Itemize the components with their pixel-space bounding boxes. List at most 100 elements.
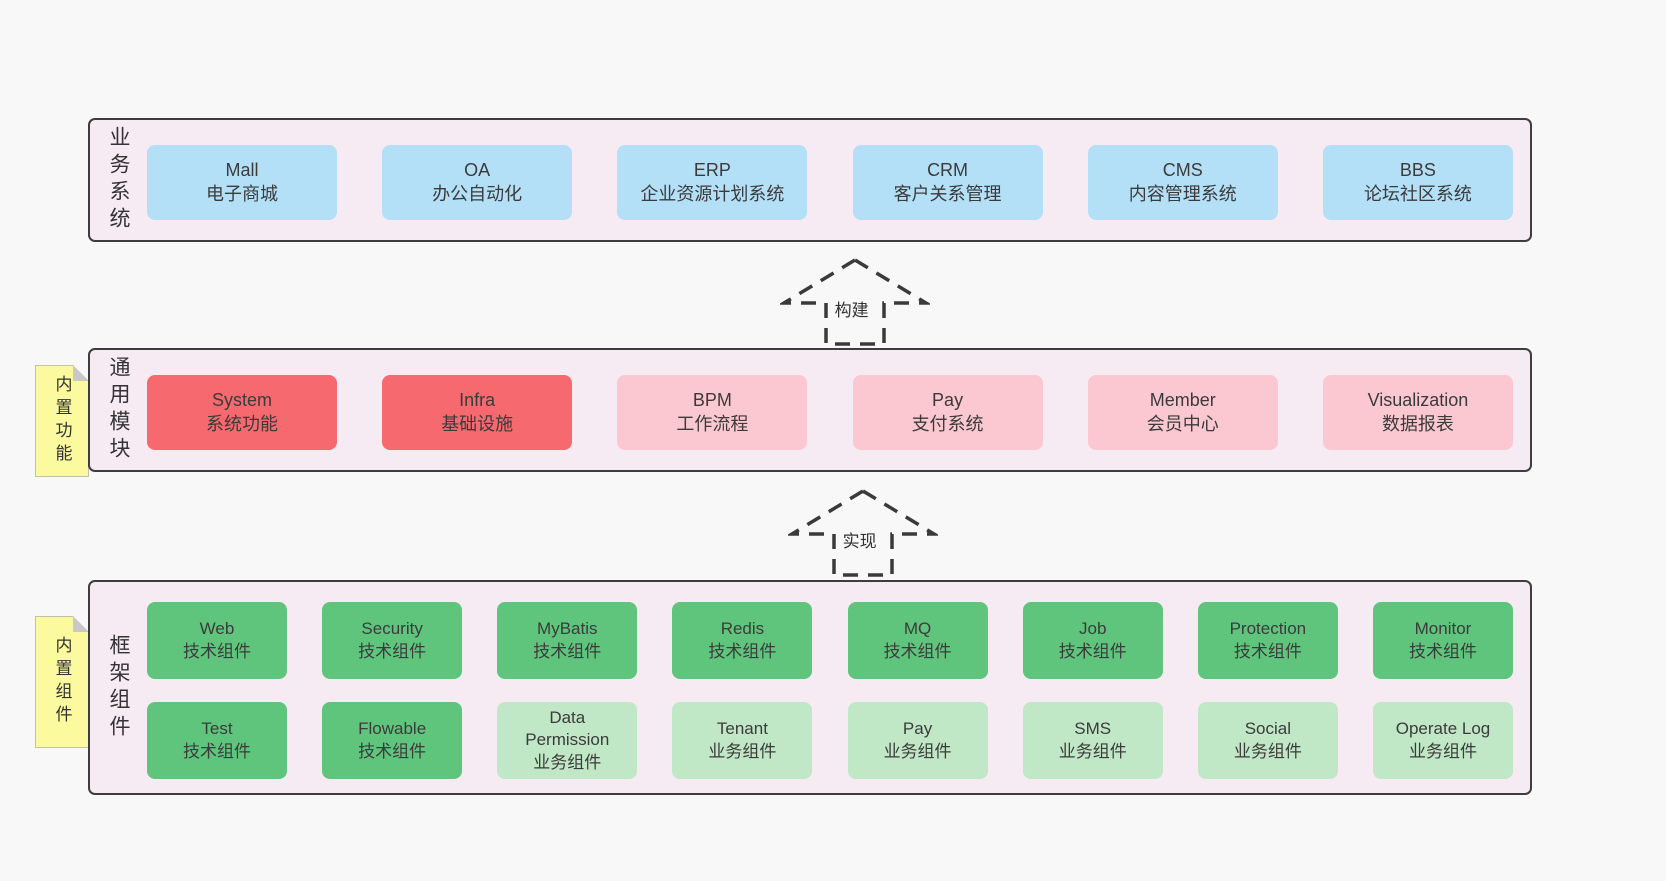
box-subtitle: 技术组件	[358, 641, 427, 661]
box-subtitle: 基础设施	[441, 413, 514, 434]
box-subtitle: 论坛社区系统	[1363, 183, 1472, 204]
box-mq: MQ 技术组件	[847, 602, 988, 679]
box-subtitle: 技术组件	[183, 641, 251, 661]
box-web: Web 技术组件	[147, 602, 287, 679]
box-subtitle: 客户关系管理	[893, 183, 1002, 204]
arrow-implement: 实现	[788, 487, 938, 579]
box-job: Job 技术组件	[1022, 602, 1163, 679]
box-subtitle: 业务组件	[883, 741, 952, 761]
box-subtitle: 业务组件	[1408, 741, 1477, 761]
box-subtitle: 技术组件	[358, 741, 427, 761]
box-flowable: Flowable 技术组件	[322, 702, 463, 779]
box-title: CMS	[1162, 159, 1203, 180]
box-data-permission: Data Permission 业务组件	[497, 702, 638, 779]
box-member: Member 会员中心	[1087, 375, 1278, 450]
box-social: Social 业务组件	[1197, 702, 1338, 779]
box-title: Redis	[720, 619, 765, 639]
box-subtitle: 数据报表	[1381, 413, 1454, 434]
box-tenant: Tenant 业务组件	[672, 702, 813, 779]
business-box-row: Mall 电子商城 OA 办公自动化 ERP 企业资源计划系统 CRM 客户关系…	[147, 145, 1513, 220]
box-title: Monitor	[1414, 619, 1472, 639]
band-business-systems-label: 业务系统	[107, 126, 130, 234]
box-protection: Protection 技术组件	[1197, 602, 1338, 679]
folded-corner-icon	[73, 365, 89, 381]
box-subtitle: 技术组件	[708, 641, 777, 661]
band-business-systems: 业务系统 Mall 电子商城 OA 办公自动化 ERP 企业资源计划系统 CRM…	[88, 118, 1532, 242]
box-subtitle: 技术组件	[533, 641, 602, 661]
box-subtitle: 系统功能	[206, 413, 278, 434]
box-title: Data Permission	[525, 707, 610, 750]
sticky-builtin-features: 内置功能	[35, 365, 89, 477]
framework-box-row-2: Test 技术组件 Flowable 技术组件 Data Permission …	[147, 702, 1513, 779]
box-bbs: BBS 论坛社区系统	[1322, 145, 1513, 220]
box-subtitle: 电子商城	[206, 183, 278, 204]
box-title: Test	[201, 719, 233, 739]
box-subtitle: 技术组件	[1058, 641, 1127, 661]
box-title: Social	[1244, 719, 1291, 739]
box-erp: ERP 企业资源计划系统	[617, 145, 808, 220]
arrow-implement-label: 实现	[838, 525, 881, 553]
modules-box-row: System 系统功能 Infra 基础设施 BPM 工作流程 Pay 支付系统…	[147, 375, 1513, 450]
arrow-build-label: 构建	[830, 294, 873, 322]
box-subtitle: 业务组件	[533, 752, 602, 772]
box-title: Visualization	[1367, 389, 1469, 410]
box-title: ERP	[693, 159, 731, 180]
box-title: System	[211, 389, 272, 410]
folded-corner-icon	[73, 616, 89, 632]
box-subtitle: 工作流程	[676, 413, 749, 434]
box-title: Pay	[932, 389, 964, 410]
framework-box-row-1: Web 技术组件 Security 技术组件 MyBatis 技术组件 Redi…	[147, 602, 1513, 679]
box-title: Mall	[225, 159, 259, 180]
up-arrow-icon	[788, 488, 938, 577]
box-redis: Redis 技术组件	[672, 602, 813, 679]
box-mybatis: MyBatis 技术组件	[497, 602, 638, 679]
band-common-modules: 通用模块 System 系统功能 Infra 基础设施 BPM 工作流程 Pay…	[88, 348, 1532, 472]
sticky-builtin-components: 内置组件	[35, 616, 89, 748]
box-subtitle: 办公自动化	[432, 183, 523, 204]
band-framework-components-label: 框架组件	[107, 633, 130, 742]
box-security: Security 技术组件	[322, 602, 463, 679]
box-subtitle: 技术组件	[183, 741, 251, 761]
box-title: SMS	[1074, 719, 1112, 739]
box-title: MQ	[903, 619, 932, 639]
box-title: OA	[464, 159, 491, 180]
box-monitor: Monitor 技术组件	[1372, 602, 1513, 679]
box-subtitle: 技术组件	[883, 641, 952, 661]
box-title: Web	[199, 619, 235, 639]
box-title: Flowable	[358, 719, 427, 739]
up-arrow-icon	[780, 257, 930, 346]
box-subtitle: 内容管理系统	[1128, 183, 1237, 204]
box-title: BPM	[692, 389, 732, 410]
box-subtitle: 会员中心	[1146, 413, 1219, 434]
box-subtitle: 业务组件	[708, 741, 777, 761]
box-title: CRM	[927, 159, 969, 180]
box-title: Member	[1149, 389, 1216, 410]
box-mall: Mall 电子商城	[147, 145, 337, 220]
box-subtitle: 业务组件	[1058, 741, 1127, 761]
sticky-builtin-features-label: 内置功能	[52, 375, 72, 467]
box-visualization: Visualization 数据报表	[1322, 375, 1513, 450]
box-cms: CMS 内容管理系统	[1087, 145, 1278, 220]
box-infra: Infra 基础设施	[382, 375, 573, 450]
box-sms: SMS 业务组件	[1022, 702, 1163, 779]
box-test: Test 技术组件	[147, 702, 287, 779]
box-title: Pay	[902, 719, 933, 739]
box-crm: CRM 客户关系管理	[852, 145, 1043, 220]
box-bpm: BPM 工作流程	[617, 375, 808, 450]
box-title: Infra	[459, 389, 496, 410]
band-framework-components: 框架组件 Web 技术组件 Security 技术组件 MyBatis 技术组件…	[88, 580, 1532, 795]
box-title: Security	[361, 619, 423, 639]
box-title: Operate Log	[1395, 719, 1491, 739]
box-pay: Pay 支付系统	[852, 375, 1043, 450]
box-subtitle: 支付系统	[911, 413, 984, 434]
box-subtitle: 技术组件	[1233, 641, 1302, 661]
box-pay-biz: Pay 业务组件	[847, 702, 988, 779]
box-title: Tenant	[716, 719, 768, 739]
box-title: Protection	[1229, 619, 1307, 639]
box-operate-log: Operate Log 业务组件	[1372, 702, 1513, 779]
box-title: MyBatis	[537, 619, 598, 639]
arrow-build: 构建	[780, 256, 930, 348]
band-common-modules-label: 通用模块	[107, 356, 130, 464]
box-system: System 系统功能	[147, 375, 337, 450]
